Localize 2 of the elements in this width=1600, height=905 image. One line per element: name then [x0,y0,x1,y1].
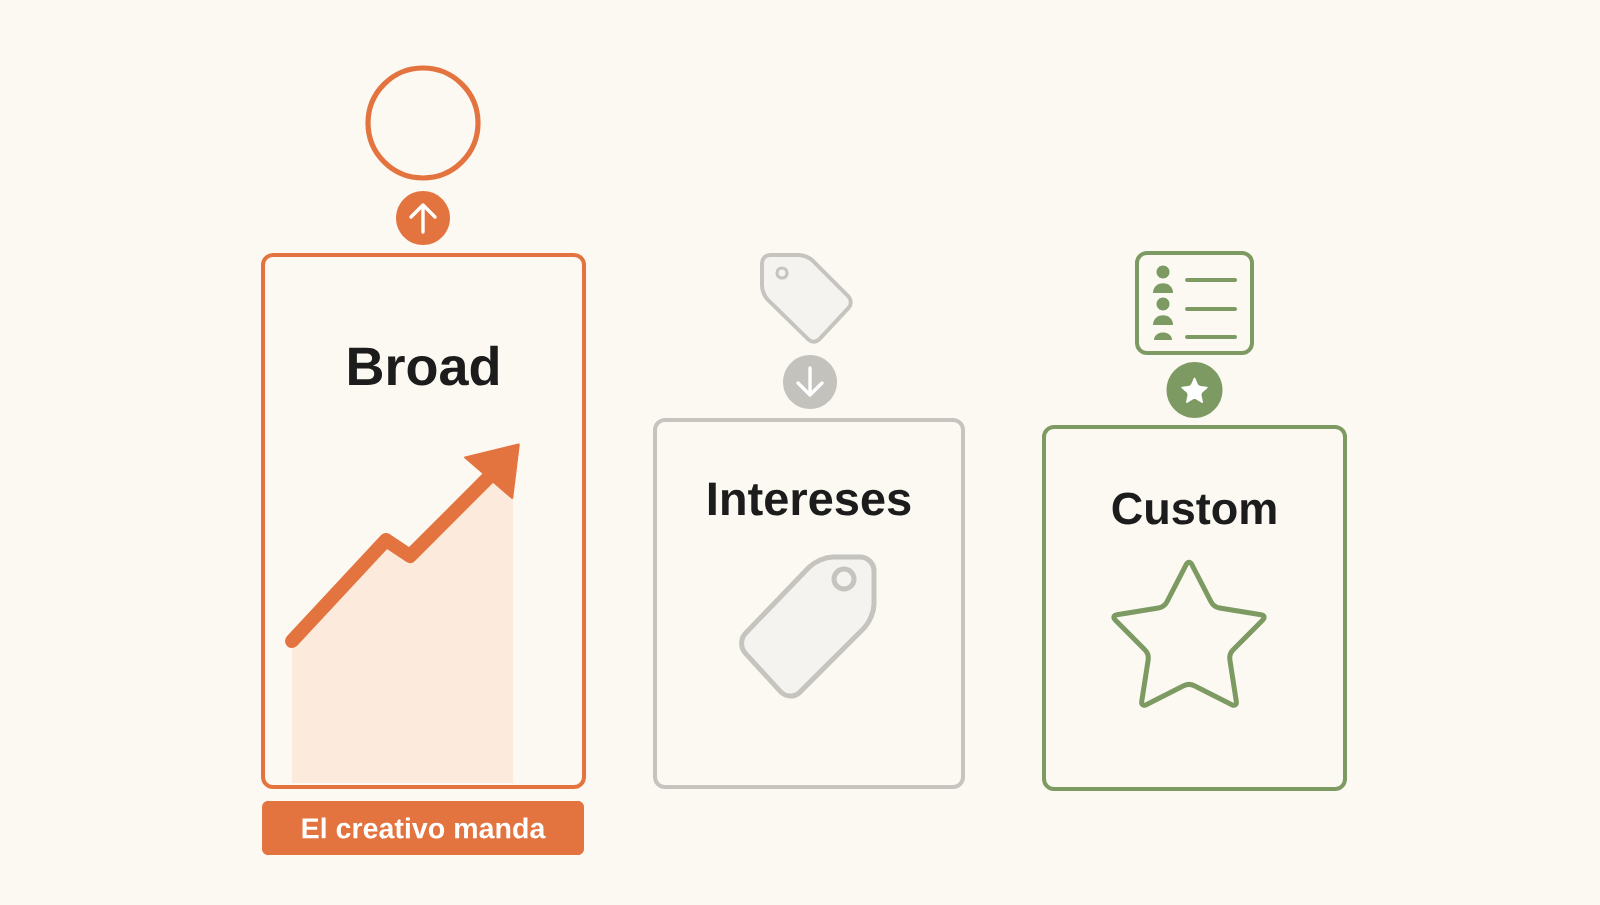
option-card: Custom [1042,425,1347,791]
banner: El creativo manda [262,801,584,855]
